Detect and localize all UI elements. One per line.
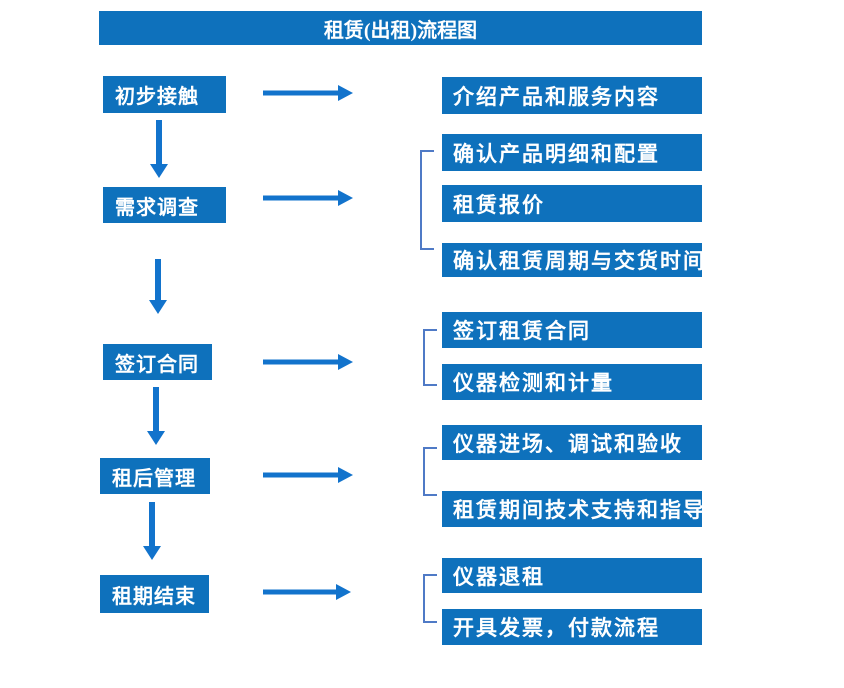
detail-label: 介绍产品和服务内容 xyxy=(453,84,660,109)
arrow-down-icon-4 xyxy=(143,502,161,560)
step-label: 需求调查 xyxy=(115,196,199,219)
arrow-shaft xyxy=(149,502,155,547)
detail-box-confirm-product-config: 确认产品明细和配置 xyxy=(442,134,702,171)
arrow-head xyxy=(149,300,167,314)
detail-box-intro-products-services: 介绍产品和服务内容 xyxy=(442,77,702,114)
arrow-head xyxy=(150,164,168,178)
detail-label: 仪器检测和计量 xyxy=(453,371,614,395)
detail-box-instrument-entry-acceptance: 仪器进场、调试和验收 xyxy=(442,425,702,460)
arrow-head xyxy=(147,431,165,445)
step-box-demand-survey: 需求调查 xyxy=(103,187,226,223)
detail-label: 开具发票，付款流程 xyxy=(453,616,660,640)
detail-box-tech-support: 租赁期间技术支持和指导 xyxy=(442,491,704,527)
arrow-down-icon-3 xyxy=(147,387,165,445)
arrow-shaft xyxy=(263,472,339,478)
arrow-head xyxy=(338,85,353,101)
arrow-shaft xyxy=(155,259,161,301)
detail-label: 租赁期间技术支持和指导 xyxy=(453,498,706,522)
step-box-post-rental-management: 租后管理 xyxy=(100,458,210,494)
detail-box-sign-rental-contract: 签订租赁合同 xyxy=(442,312,702,348)
step-label: 租期结束 xyxy=(112,585,196,608)
bracket-group-5-icon xyxy=(423,574,437,623)
arrow-down-icon-1 xyxy=(150,120,168,178)
step-box-sign-contract: 签订合同 xyxy=(103,344,212,380)
arrow-right-icon-4 xyxy=(263,467,353,483)
arrow-head xyxy=(338,190,353,206)
arrow-shaft xyxy=(263,195,339,201)
detail-label: 签订租赁合同 xyxy=(453,319,591,343)
arrow-right-icon-5 xyxy=(263,584,351,600)
arrow-right-icon-3 xyxy=(263,354,353,370)
title-bar: 租赁(出租)流程图 xyxy=(99,11,702,45)
detail-box-instrument-testing: 仪器检测和计量 xyxy=(442,364,702,400)
step-box-rental-end: 租期结束 xyxy=(100,575,209,613)
detail-label: 租赁报价 xyxy=(453,192,545,217)
bracket-group-4-icon xyxy=(423,447,437,496)
detail-label: 确认租赁周期与交货时间 xyxy=(453,249,706,273)
detail-label: 确认产品明细和配置 xyxy=(453,141,660,166)
arrow-shaft xyxy=(263,359,339,365)
arrow-down-icon-2 xyxy=(149,259,167,314)
detail-box-instrument-return: 仪器退租 xyxy=(442,558,702,593)
arrow-shaft xyxy=(263,589,337,595)
step-box-initial-contact: 初步接触 xyxy=(103,76,226,113)
detail-label: 仪器退租 xyxy=(453,564,545,589)
arrow-head xyxy=(338,467,353,483)
arrow-shaft xyxy=(156,120,162,165)
arrow-shaft xyxy=(263,90,339,96)
detail-box-invoice-payment: 开具发票，付款流程 xyxy=(442,609,702,645)
detail-label: 仪器进场、调试和验收 xyxy=(453,431,683,456)
arrow-head xyxy=(143,546,161,560)
detail-box-rental-quotation: 租赁报价 xyxy=(442,185,702,222)
step-label: 初步接触 xyxy=(115,86,199,108)
arrow-head xyxy=(338,354,353,370)
arrow-right-icon-2 xyxy=(263,190,353,206)
arrow-shaft xyxy=(153,387,159,432)
step-label: 租后管理 xyxy=(112,467,196,490)
bracket-group-3-icon xyxy=(423,329,437,386)
arrow-head xyxy=(336,584,351,600)
arrow-right-icon-1 xyxy=(263,85,353,101)
step-label: 签订合同 xyxy=(115,353,199,376)
page-title: 租赁(出租)流程图 xyxy=(323,19,478,42)
bracket-group-2-icon xyxy=(420,150,434,250)
detail-box-confirm-period-delivery: 确认租赁周期与交货时间 xyxy=(442,243,704,277)
